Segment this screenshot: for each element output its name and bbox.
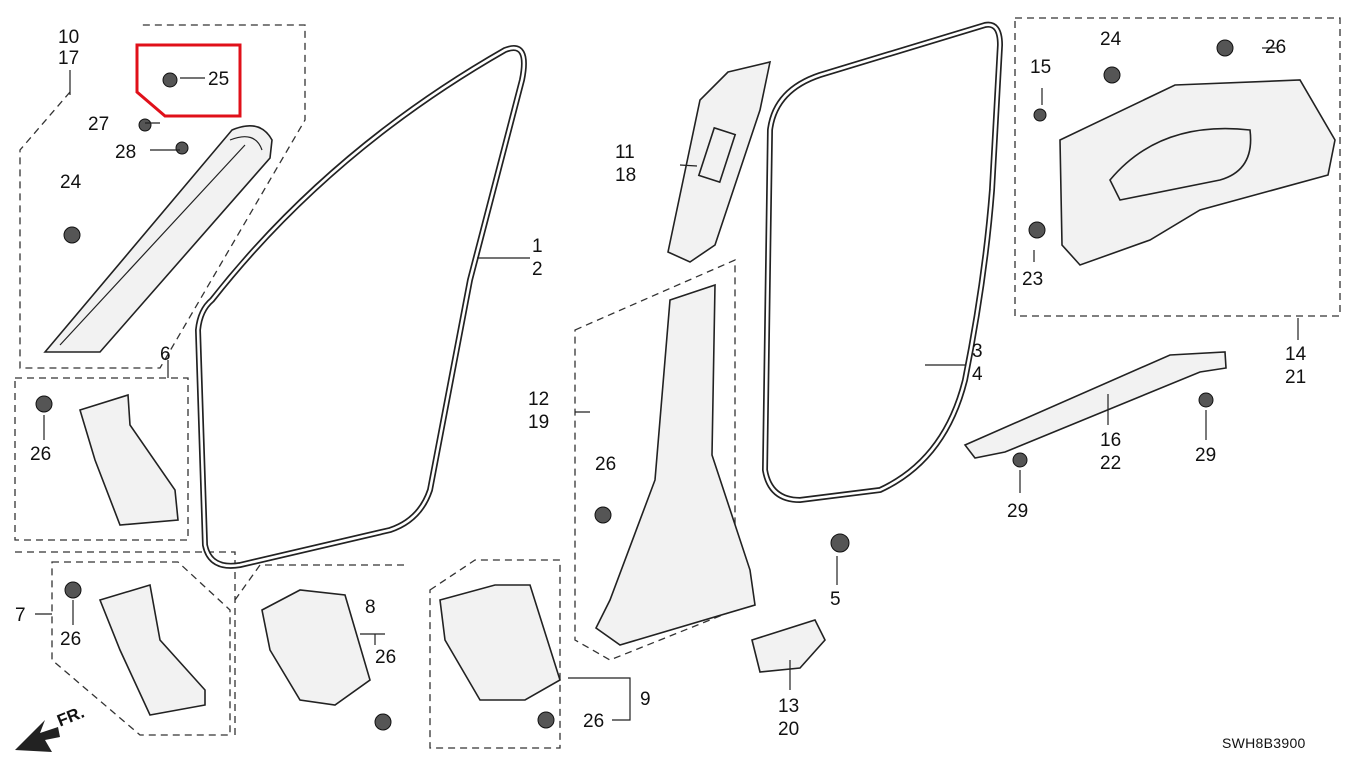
group-box-a-pillar: [19, 24, 306, 369]
callout-29-a: 29: [1195, 445, 1217, 466]
callout-26-d: 26: [60, 629, 82, 650]
callout-26-e: 26: [375, 647, 397, 668]
rear-door-weatherstrip: [761, 21, 1004, 504]
kick-panel-6: [79, 393, 179, 526]
group-box-9: [429, 559, 561, 749]
callout-6: 6: [160, 344, 171, 365]
diagram-code: SWH8B3900: [1222, 735, 1306, 751]
group-box-14: [1014, 17, 1341, 317]
group-box-7: [51, 561, 231, 736]
b-pillar-lower-trim: [594, 283, 756, 646]
callout-26-b: 26: [30, 444, 52, 465]
callout-26-c: 26: [595, 454, 617, 475]
callout-24-b: 24: [1100, 29, 1122, 50]
callout-15: 15: [1030, 57, 1052, 78]
kick-panel-8: [261, 589, 371, 706]
trim-13-20: [751, 619, 826, 673]
group-box-divider: [15, 551, 405, 735]
callout-27: 27: [88, 114, 110, 135]
callout-9: 9: [640, 689, 651, 710]
callout-26-a: 26: [1265, 37, 1287, 58]
callout-7: 7: [15, 605, 26, 626]
kick-panel-9: [439, 584, 561, 701]
callout-8: 8: [365, 597, 376, 618]
kick-panel-7: [98, 583, 206, 716]
callout-25: 25: [208, 69, 230, 90]
callout-28: 28: [115, 142, 137, 163]
callout-29-b: 29: [1007, 501, 1029, 522]
rear-seat-strap: [963, 351, 1227, 459]
highlight-box-25: [135, 43, 242, 118]
callout-26-f: 26: [583, 711, 605, 732]
callout-24-a: 24: [60, 172, 82, 193]
callout-5: 5: [830, 589, 841, 610]
group-box-12: [574, 259, 736, 661]
front-arrow-icon: [15, 720, 60, 752]
clip-icons: [35, 39, 1234, 731]
callout-23: 23: [1022, 269, 1044, 290]
